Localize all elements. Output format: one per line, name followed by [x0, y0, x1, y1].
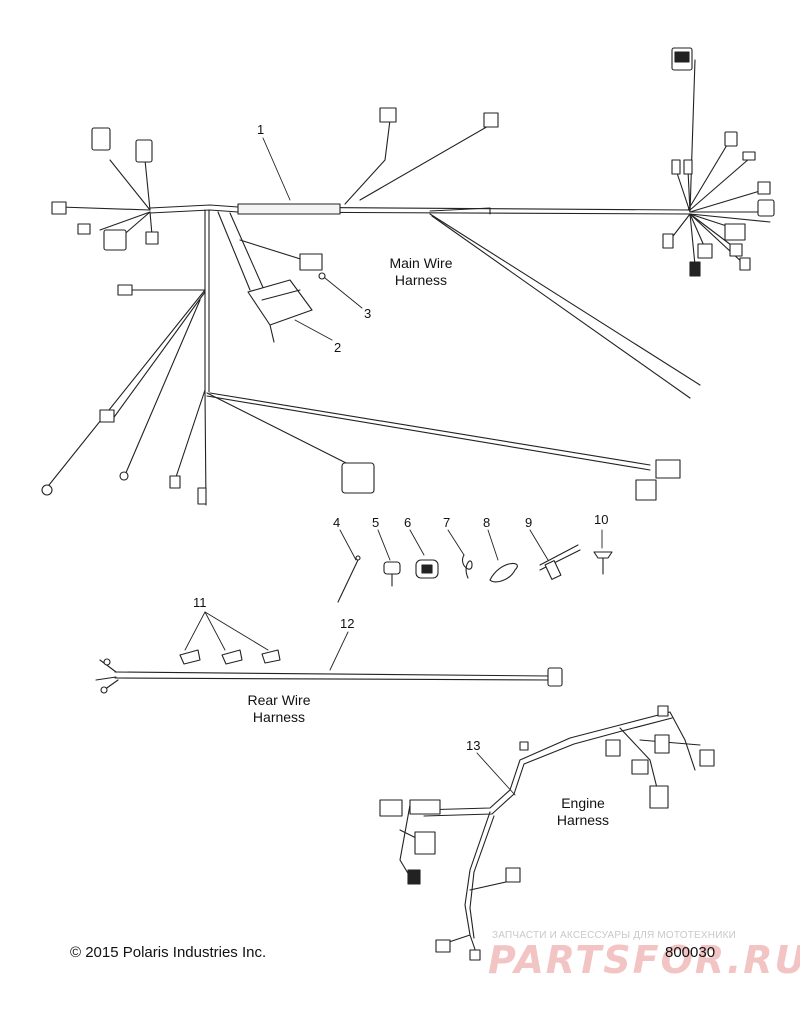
- main-harness-caption: Main Wire Harness: [378, 255, 464, 289]
- rear-harness-caption-line-1: Rear Wire: [247, 692, 311, 708]
- callout-13: 13: [466, 738, 481, 753]
- engine-harness-caption: Engine Harness: [540, 795, 626, 829]
- rear-harness-caption-line-2: Harness: [252, 709, 306, 725]
- module-bracket: [247, 272, 326, 343]
- callout-10: 10: [594, 512, 609, 527]
- callout-2: 2: [334, 340, 342, 355]
- engine-harness-connectors: [379, 705, 715, 961]
- engine-harness-caption-line-1: Engine: [561, 795, 605, 811]
- main-harness-caption-line-2: Harness: [394, 272, 448, 288]
- main-harness-caption-line-1: Main Wire: [389, 255, 453, 271]
- callout-6: 6: [404, 515, 412, 530]
- callout-9: 9: [525, 515, 533, 530]
- rear-wire-harness: [95, 649, 563, 694]
- fastener-items: [337, 544, 613, 603]
- callout-4: 4: [333, 515, 341, 530]
- callout-5: 5: [372, 515, 380, 530]
- callout-1: 1: [257, 122, 265, 137]
- engine-harness-caption-line-2: Harness: [556, 812, 610, 828]
- callout-7: 7: [443, 515, 451, 530]
- callout-3: 3: [364, 306, 372, 321]
- callout-8: 8: [483, 515, 491, 530]
- copyright-text: © 2015 Polaris Industries Inc.: [70, 944, 267, 961]
- rear-harness-caption: Rear Wire Harness: [236, 692, 322, 726]
- leader-lines: [184, 137, 603, 796]
- watermark-brand: PARTSFOR.RU: [488, 938, 800, 982]
- callout-12: 12: [340, 616, 355, 631]
- main-harness-connectors: [41, 47, 775, 505]
- diagram-number: 800030: [665, 944, 716, 961]
- watermark-tagline: ЗАПЧАСТИ И АКСЕССУАРЫ ДЛЯ МОТОТЕХНИКИ: [492, 930, 737, 941]
- callout-11: 11: [193, 595, 207, 610]
